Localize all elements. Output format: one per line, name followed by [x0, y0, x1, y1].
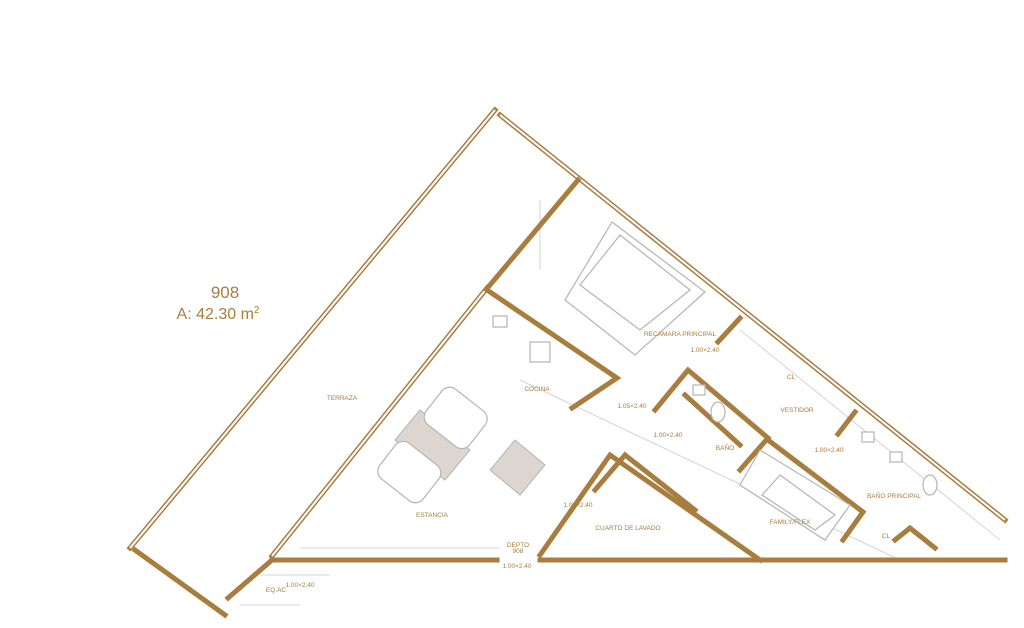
- door-size: 1.00×2.40: [563, 502, 592, 509]
- room-label-terraza: TERRAZA: [327, 395, 358, 402]
- room-label-cl: CL: [882, 533, 891, 540]
- family-rug: [761, 474, 837, 531]
- room-label-cl: CL: [787, 374, 796, 381]
- armchairs: [377, 386, 488, 504]
- room-label-bano-principal: BAÑO PRINCIPAL: [867, 491, 921, 500]
- door-size: 1.05×2.40: [617, 403, 646, 410]
- toilets: [710, 401, 938, 496]
- room-label-estancia: ESTANCIA: [416, 512, 449, 519]
- door-size: 1.00×2.40: [814, 447, 843, 454]
- room-label-cocina: COCINA: [524, 386, 550, 393]
- room-label-eq-ac: EQ.AC: [266, 587, 287, 594]
- room-label-vestidor: VESTIDOR: [780, 407, 814, 414]
- walls: [126, 106, 1009, 619]
- room-label-recamara: RECAMARA PRINCIPAL: [644, 331, 717, 338]
- unit-area: A: 42.30 m2: [177, 305, 260, 323]
- door-size: 1.00×2.40: [690, 347, 719, 354]
- room-label-bano: BAÑO: [716, 443, 734, 452]
- room-label-lavado: CUARTO DE LAVADO: [595, 525, 660, 532]
- room-label-depto-number: 908: [513, 548, 524, 555]
- stove: [529, 341, 551, 363]
- sinks: [492, 315, 903, 463]
- room-label-depto: DEPTO: [507, 542, 529, 549]
- door-size: 1.00×2.40: [502, 563, 531, 570]
- dining-table: [489, 439, 546, 496]
- room-label-family: FAMILY/FLEX: [770, 519, 811, 526]
- unit-number: 908: [211, 283, 239, 302]
- door-size: 1.00×2.40: [285, 582, 314, 589]
- bed: [564, 221, 706, 356]
- door-size: 1.00×2.40: [653, 432, 682, 439]
